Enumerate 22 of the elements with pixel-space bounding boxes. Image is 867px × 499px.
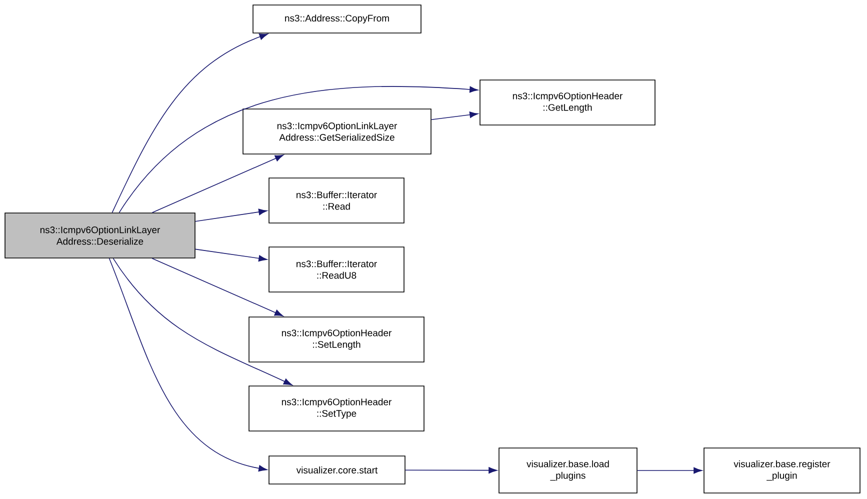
arrow <box>195 248 268 262</box>
arrow <box>112 258 292 386</box>
arrow <box>112 34 268 213</box>
function-box: ns3::Icmpv6OptionLinkLayer Address::Deserialize <box>4 212 196 258</box>
arrow <box>118 86 478 213</box>
function-box: ns3::Buffer::Iterator ::Read <box>268 178 404 224</box>
arrow <box>195 208 268 222</box>
function-box: ns3::Icmpv6OptionHeader ::GetLength <box>480 80 656 126</box>
function-box: ns3::Icmpv6OptionHeader ::SetType <box>248 386 424 432</box>
function-box: ns3::Buffer::Iterator ::ReadU8 <box>268 246 404 292</box>
function-box: visualizer.base.register _plugin <box>704 448 860 494</box>
arrow <box>152 258 284 316</box>
function-box: ns3::Icmpv6OptionLinkLayer Address::GetSerializedSize <box>242 108 432 154</box>
function-box: ns3::Icmpv6OptionHeader ::SetLength <box>248 316 424 362</box>
arrow <box>637 467 702 474</box>
arrow <box>108 258 268 472</box>
arrow <box>431 112 478 120</box>
function-box: visualizer.base.load _plugins <box>498 448 638 494</box>
function-box: ns3::Address::CopyFrom <box>252 4 422 34</box>
function-box: visualizer.core.start <box>268 456 406 484</box>
arrow <box>152 154 284 213</box>
arrow <box>405 467 498 474</box>
